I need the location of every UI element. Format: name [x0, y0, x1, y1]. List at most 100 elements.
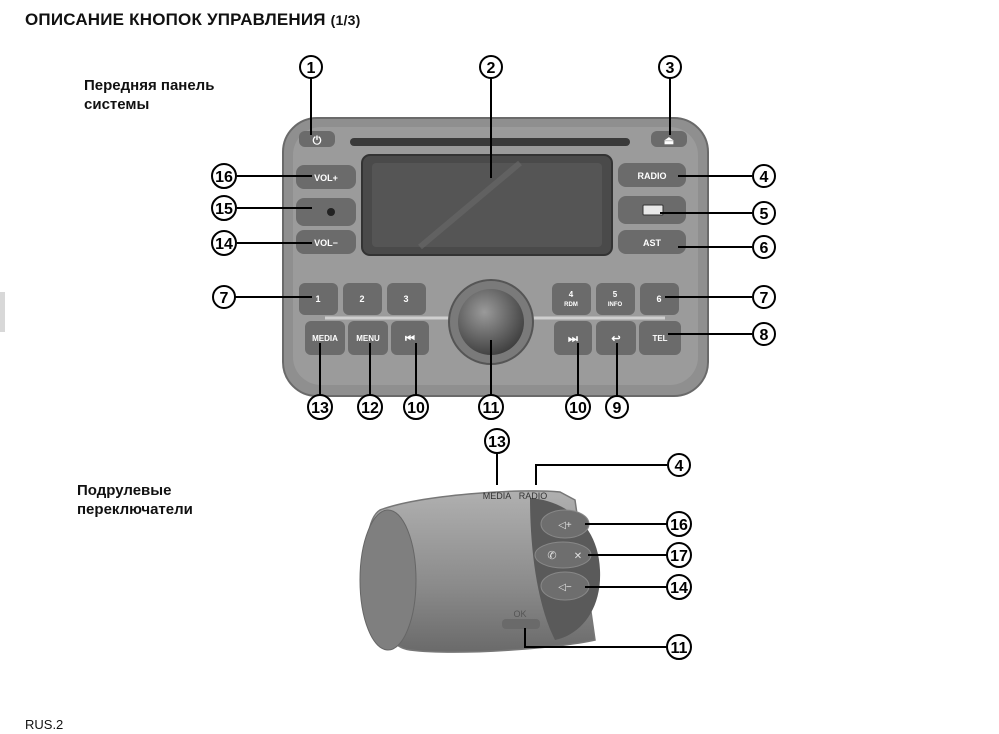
svg-text:⏏: ⏏ [664, 135, 675, 147]
front-panel-label-line2: системы [84, 96, 150, 113]
title-text: ОПИСАНИЕ КНОПОК УПРАВЛЕНИЯ [25, 10, 326, 29]
steering-label-line2: переключатели [77, 501, 193, 518]
svg-text:14: 14 [670, 580, 688, 597]
preset-6-button[interactable]: 6 [640, 283, 679, 315]
preset-1-button[interactable]: 1 [299, 283, 338, 315]
svg-text:12: 12 [361, 400, 379, 417]
callout-3: 3 [658, 55, 682, 79]
steering-leader-lines [496, 452, 667, 648]
svg-text:15: 15 [215, 201, 233, 218]
svg-text:13: 13 [311, 400, 329, 417]
front-panel-label-line1: Передняя панель [84, 77, 215, 94]
page-edge-marker [0, 292, 5, 332]
callout-5: 5 [752, 201, 776, 225]
usb-slot-button[interactable] [618, 196, 686, 224]
svg-text:6: 6 [760, 240, 769, 257]
callout-11: 11 [478, 394, 504, 420]
media-button[interactable]: MEDIA [305, 321, 345, 355]
callout-10-right: 10 [565, 394, 591, 420]
preset-3-button[interactable]: 3 [387, 283, 426, 315]
prev-track-button[interactable]: ⏮ [391, 321, 429, 355]
stalk-media-label: MEDIA [483, 491, 512, 501]
aux-jack[interactable] [296, 198, 356, 226]
callout-9: 9 [605, 395, 629, 419]
callout-8: 8 [752, 322, 776, 346]
svg-text:⏻: ⏻ [313, 134, 322, 147]
mute-icon: ✕ [574, 551, 582, 562]
preset-2-button[interactable]: 2 [343, 283, 382, 315]
eject-button[interactable]: ⏏ [651, 131, 687, 147]
svg-text:RDM: RDM [564, 302, 578, 308]
menu-button[interactable]: MENU [348, 321, 388, 355]
svg-text:RADIO: RADIO [638, 171, 667, 181]
steering-callout-4: 4 [667, 453, 691, 477]
steering-callout-13: 13 [484, 428, 510, 454]
vol-minus-button[interactable]: VOL− [296, 230, 356, 254]
callout-14: 14 [211, 230, 237, 256]
svg-text:8: 8 [760, 327, 769, 344]
svg-text:⏭: ⏭ [568, 333, 578, 345]
callout-6: 6 [752, 235, 776, 259]
phone-icon: ✆ [547, 550, 556, 562]
speaker-minus-icon: ◁− [558, 582, 572, 593]
svg-text:16: 16 [670, 517, 688, 534]
steering-callout-17: 17 [666, 542, 692, 568]
steering-callout-11: 11 [666, 634, 692, 660]
steering-callouts: 13 4 16 17 14 11 [484, 428, 692, 660]
usb-icon [642, 204, 664, 216]
stalk-end-cap [359, 509, 417, 651]
rotary-knob[interactable] [448, 279, 534, 365]
page-footer: RUS.2 [25, 717, 64, 732]
callout-12: 12 [357, 394, 383, 420]
steering-label-line1: Подрулевые [77, 482, 172, 499]
svg-text:11: 11 [671, 640, 688, 657]
stalk-ok-wheel[interactable]: OK [502, 609, 540, 629]
display-reflection [418, 160, 522, 250]
svg-text:VOL−: VOL− [314, 238, 338, 248]
svg-text:2: 2 [359, 294, 364, 304]
callout-7-right: 7 [752, 285, 776, 309]
stalk-phone-mute-button[interactable]: ✆ ✕ [534, 541, 592, 569]
preset-5-button[interactable]: 5 INFO [596, 283, 635, 315]
radio-front-panel: ⏻ ⏏ VOL+ VOL− RADIO AST [282, 117, 709, 397]
svg-text:OK: OK [513, 609, 526, 619]
svg-text:3: 3 [666, 60, 675, 77]
aux-socket-icon [327, 208, 335, 216]
display-inner [372, 163, 602, 247]
ast-button[interactable]: AST [618, 230, 686, 254]
svg-text:3: 3 [403, 294, 408, 304]
front-panel-callouts: 1 2 3 16 15 14 4 5 6 7 7 8 13 12 10 11 1… [211, 55, 776, 420]
speaker-plus-icon: ◁+ [558, 520, 572, 531]
svg-text:TEL: TEL [652, 334, 667, 343]
svg-text:7: 7 [760, 290, 769, 307]
svg-text:10: 10 [569, 400, 587, 417]
svg-text:4: 4 [569, 290, 574, 299]
svg-text:1: 1 [307, 60, 316, 77]
steering-callout-14: 14 [666, 574, 692, 600]
next-track-button[interactable]: ⏭ [554, 321, 592, 355]
radio-button[interactable]: RADIO [618, 163, 686, 187]
svg-text:2: 2 [487, 60, 496, 77]
callout-15: 15 [211, 195, 237, 221]
svg-text:5: 5 [760, 206, 769, 223]
preset-4-button[interactable]: 4 RDM [552, 283, 591, 315]
callout-4: 4 [752, 164, 776, 188]
stalk-radio-label: RADIO [519, 491, 548, 501]
svg-text:14: 14 [215, 236, 233, 253]
svg-text:6: 6 [656, 294, 661, 304]
back-button[interactable]: ↩ [596, 321, 636, 355]
svg-text:4: 4 [675, 458, 684, 475]
callout-7-left: 7 [212, 285, 236, 309]
stalk-vol-up-button[interactable]: ◁+ [540, 509, 590, 539]
callout-10-left: 10 [403, 394, 429, 420]
tel-button[interactable]: TEL [639, 321, 681, 355]
svg-text:11: 11 [483, 400, 500, 417]
power-button[interactable]: ⏻ [299, 131, 335, 147]
svg-text:4: 4 [760, 169, 769, 186]
svg-text:5: 5 [613, 290, 618, 299]
svg-text:MENU: MENU [356, 334, 380, 343]
svg-text:7: 7 [220, 290, 229, 307]
svg-text:VOL+: VOL+ [314, 173, 338, 183]
vol-plus-button[interactable]: VOL+ [296, 165, 356, 189]
stalk-vol-down-button[interactable]: ◁− [540, 571, 590, 601]
